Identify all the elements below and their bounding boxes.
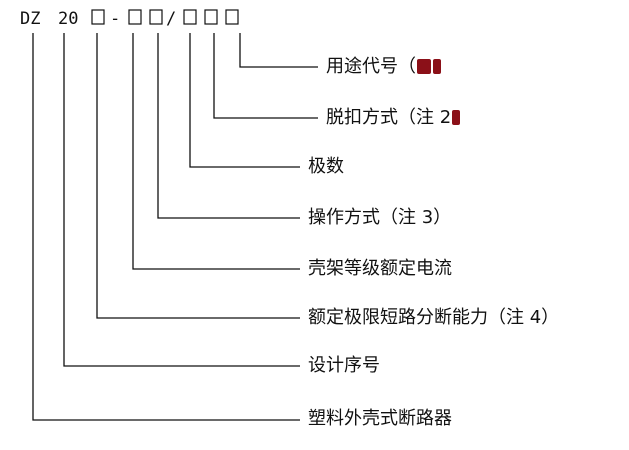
leader-operation-method (157, 33, 300, 219)
label-operation-method-text: 操作方式（注 3） (308, 207, 452, 228)
code-box-6 (225, 9, 239, 25)
leader-poles (189, 33, 300, 168)
leader-design-number (63, 33, 300, 367)
label-breaking-capacity: 额定极限短路分断能力（注 4） (308, 307, 559, 329)
leader-breaking-capacity (96, 33, 300, 319)
leader-frame-rated-current (132, 33, 300, 270)
label-poles-text: 极数 (308, 156, 344, 177)
label-usage-code-text: 用途代号（ (326, 56, 416, 77)
label-trip-method: 脱扣方式（注 2 (326, 107, 461, 129)
code-box-5 (204, 9, 218, 25)
redaction-mark (417, 59, 431, 74)
code-box-2 (128, 9, 142, 25)
label-mccb-text: 塑料外壳式断路器 (308, 408, 452, 429)
code-box-4 (183, 9, 197, 25)
leader-trip-method (213, 33, 318, 119)
code-series: 20 (58, 9, 78, 29)
code-slash: / (166, 9, 176, 29)
code-prefix: DZ (20, 9, 40, 29)
leader-mccb (32, 33, 300, 421)
code-box-3 (149, 9, 163, 25)
code-box-1 (91, 9, 105, 25)
label-usage-code: 用途代号（ (326, 56, 442, 78)
label-poles: 极数 (308, 156, 344, 178)
label-frame-rated-current-text: 壳架等级额定电流 (308, 258, 452, 279)
label-frame-rated-current: 壳架等级额定电流 (308, 258, 452, 280)
redaction-mark (452, 110, 461, 125)
label-design-number: 设计序号 (308, 355, 380, 377)
label-breaking-capacity-text: 额定极限短路分断能力（注 4） (308, 307, 560, 328)
code-dash: - (110, 9, 120, 29)
leader-usage-code (239, 33, 318, 68)
label-trip-method-text: 脱扣方式（注 2 (326, 107, 452, 128)
label-mccb: 塑料外壳式断路器 (308, 408, 452, 430)
redaction-mark (433, 59, 441, 74)
label-design-number-text: 设计序号 (308, 355, 380, 376)
label-operation-method: 操作方式（注 3） (308, 207, 451, 229)
